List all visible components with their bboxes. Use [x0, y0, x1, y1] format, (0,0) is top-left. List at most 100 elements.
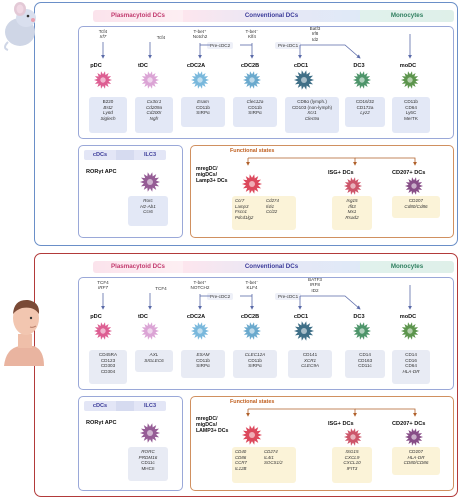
cell-icons: [94, 70, 423, 446]
human-functional-box: [190, 396, 454, 491]
mouse-functional-box: [190, 145, 454, 238]
human-panel: [34, 253, 458, 497]
mouse-cell-mreg-icon: [242, 174, 262, 194]
mouse-cell-ror-apc-icon: [140, 172, 160, 192]
mouse-isg-label: ISG+ DCs: [328, 170, 354, 176]
human-label-modc: moDC: [399, 314, 417, 320]
human-arrow-isg: [248, 408, 357, 417]
mouse-cd207-label: CD207+ DCs: [392, 170, 426, 176]
mouse-ilc3-label: ILC3: [134, 150, 166, 160]
human-gradient-mid: [116, 401, 134, 411]
mouse-ror-apc-label: RORγt APC: [86, 169, 117, 175]
mouse-label-cdc2b: cDC2B: [240, 63, 260, 69]
human-isg-label: ISG+ DCs: [328, 421, 354, 427]
human-tf-tdc: TCF4: [155, 286, 167, 291]
human-tf-cdc2b: T-bet⁻KLF4: [245, 280, 259, 291]
mouse-cdcs-label: cDCs: [84, 150, 116, 160]
mouse-tf-cdc2b: T-bet⁻Klf4: [245, 29, 259, 40]
band-plasmacytoid-dcs-human: Plasmacytoid DCs: [93, 261, 183, 273]
band-monocytes: Monocytes: [360, 10, 454, 22]
mouse-label-cdc2a: cDC2A: [186, 63, 206, 69]
mouse-dc-lineage-box: [78, 26, 454, 139]
mouse-cell-cdc1-icon: [294, 70, 314, 90]
band-monocytes-human: Monocytes: [360, 261, 454, 273]
mouse-icon: [4, 2, 36, 51]
human-label-cdc1: cDC1: [293, 314, 309, 320]
mouse-label-cdc1: cDC1: [293, 63, 309, 69]
mouse-cell-tdc-icon: [141, 71, 159, 89]
human-cell-pdc-icon: [94, 322, 112, 340]
human-tf-cdc2a: T-bet⁺NOTCH2: [190, 280, 210, 291]
mouse-cell-isg-icon: [344, 177, 362, 195]
band-conventional-dcs-human: Conventional DCs: [183, 261, 360, 273]
mouse-tf-tdc: Tcf4: [156, 35, 166, 40]
human-cell-modc-icon: [401, 322, 419, 340]
human-pre-cdc2: Pre-cDC2: [207, 293, 234, 300]
human-label-tdc: tDC: [138, 314, 148, 320]
mouse-panel: [34, 2, 458, 246]
human-ror-apc-label: RORγt APC: [86, 420, 117, 426]
human-label-dc3: DC3: [353, 314, 365, 320]
mouse-arrow-cd207: [355, 157, 417, 166]
mouse-label-pdc: pDC: [90, 63, 102, 69]
band-plasmacytoid-dcs: Plasmacytoid DCs: [93, 10, 183, 22]
mouse-tf-cdc2a: T-bet⁺Notch2: [192, 29, 208, 40]
human-cell-mreg-icon: [242, 425, 262, 445]
mouse-arrow-dc3: [300, 44, 361, 59]
human-cd207-label: CD207+ DCs: [392, 421, 426, 427]
connector-lines: [101, 34, 417, 417]
mouse-gradient-mid: [116, 150, 134, 160]
human-pre-cdc1: Pre-cDC1: [275, 293, 302, 300]
human-cdcs-label: cDCs: [84, 401, 116, 411]
human-cell-dc3-icon: [353, 322, 371, 340]
human-ilc-box: [78, 396, 183, 491]
human-cell-cdc1-icon: [294, 321, 314, 341]
mouse-cell-cdc2a-icon: [191, 71, 209, 89]
mouse-ilc-box: [78, 145, 183, 238]
band-conventional-dcs: Conventional DCs: [183, 10, 360, 22]
human-dc-lineage-box: [78, 277, 454, 390]
human-label-cdc2a: cDC2A: [186, 314, 206, 320]
mouse-cell-cd207-icon: [405, 177, 423, 195]
mouse-pre-cdc1: Pre-cDC1: [275, 42, 302, 49]
human-cell-ror-apc-icon: [140, 423, 160, 443]
mouse-label-modc: moDC: [399, 63, 417, 69]
mouse-arrow-isg: [248, 157, 357, 166]
mouse-pre-cdc2: Pre-cDC2: [207, 42, 234, 49]
human-cell-cd207-icon: [405, 428, 423, 446]
human-arrow-dc3: [300, 295, 361, 310]
human-label-pdc: pDC: [90, 314, 102, 320]
mouse-cell-pdc-icon: [94, 71, 112, 89]
human-arrow-cd207: [355, 408, 417, 417]
human-cell-tdc-icon: [141, 322, 159, 340]
mouse-cell-cdc2b-icon: [243, 71, 261, 89]
human-head-icon: [4, 299, 44, 366]
